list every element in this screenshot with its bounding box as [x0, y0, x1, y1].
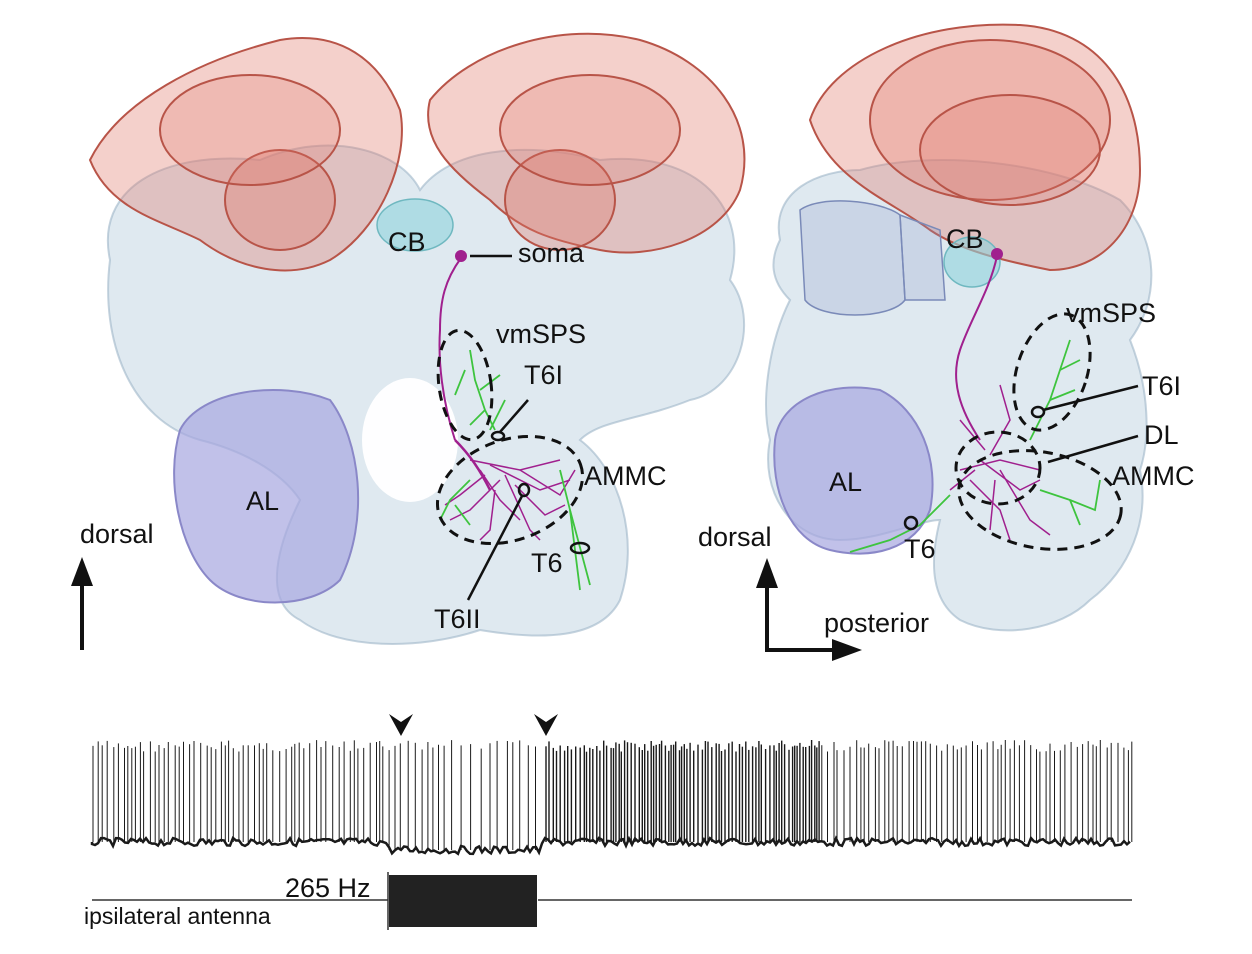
right-label-dorsal: dorsal: [698, 522, 772, 552]
right-label-t6i: T6I: [1142, 371, 1181, 401]
right-label-al: AL: [829, 467, 862, 497]
left-mushroom-bodies: [88, 32, 746, 272]
stimulus-arrowheads: [389, 714, 558, 736]
left-label-t6ii: T6II: [434, 604, 481, 634]
right-dl-outline: [954, 430, 1042, 506]
left-t6i-marker: [490, 430, 506, 442]
stimulus-trace: [92, 872, 1132, 930]
right-label-posterior: posterior: [824, 608, 929, 638]
recording-panel: 265 Hz ipsilateral antenna: [84, 714, 1133, 930]
left-soma-dot: [455, 250, 467, 262]
stimulus-frequency-label: 265 Hz: [285, 873, 371, 903]
right-vmsps-outline: [1012, 312, 1092, 432]
right-t6-marker: [903, 515, 919, 531]
left-label-al: AL: [246, 486, 279, 516]
membrane-baseline: [90, 835, 1131, 856]
right-neuropil-blocks: [799, 200, 946, 316]
left-dorsal-axis: dorsal: [71, 519, 154, 650]
left-label-cb: CB: [388, 227, 426, 257]
stimulus-block: [389, 875, 537, 927]
left-label-t6: T6: [531, 548, 563, 578]
left-central-body: [376, 198, 454, 252]
right-ammc-outline: [957, 449, 1123, 551]
left-region-outlines: [435, 328, 585, 546]
left-brain-panel: CB soma vmSPS T6I AMMC AL T6 T6II dorsal: [71, 32, 746, 650]
left-brain-foramen: [362, 378, 458, 502]
stimulus-offset-arrowhead: [534, 714, 558, 736]
left-ammc-outline: [435, 434, 585, 546]
stimulus-onset-arrowhead: [389, 714, 413, 736]
right-t6i-marker: [1030, 405, 1046, 419]
left-vmsps-outline: [436, 328, 494, 442]
right-label-vmsps: vmSPS: [1066, 298, 1156, 328]
right-label-dl: DL: [1144, 420, 1179, 450]
right-mushroom-body: [808, 23, 1142, 272]
spike-train: [92, 740, 1133, 850]
right-neuron: [849, 248, 1101, 553]
right-brain-panel: CB vmSPS T6I DL AMMC AL T6 dorsal poster…: [698, 23, 1195, 661]
left-label-dorsal: dorsal: [80, 519, 154, 549]
right-label-t6: T6: [904, 534, 936, 564]
left-antennal-lobe: [173, 389, 360, 604]
left-label-ammc: AMMC: [584, 461, 667, 491]
right-soma-dot: [991, 248, 1003, 260]
right-central-body: [943, 236, 1001, 288]
right-label-ammc: AMMC: [1112, 461, 1195, 491]
right-region-outlines: [954, 312, 1123, 551]
left-label-soma: soma: [518, 238, 585, 268]
right-label-cb: CB: [946, 224, 984, 254]
left-t6-marker: [569, 541, 591, 555]
right-axes: dorsal posterior: [698, 522, 929, 661]
left-t6ii-marker: [517, 482, 531, 498]
left-label-vmsps: vmSPS: [496, 319, 586, 349]
right-antennal-lobe: [773, 386, 934, 555]
stimulus-label: ipsilateral antenna: [84, 903, 271, 929]
left-label-t6i: T6I: [524, 360, 563, 390]
